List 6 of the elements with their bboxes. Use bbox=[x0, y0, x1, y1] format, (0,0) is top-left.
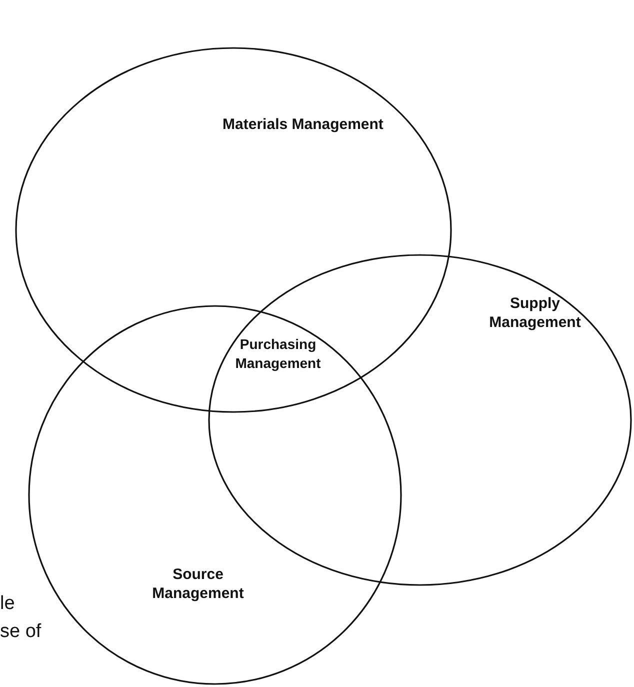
node-label: Purchasing Management bbox=[234, 335, 322, 373]
text-fragment: le bbox=[0, 592, 15, 616]
node-label: Source Management bbox=[151, 565, 245, 603]
node-label: Materials Management bbox=[222, 115, 384, 134]
node-label: Supply Management bbox=[488, 294, 582, 332]
text-fragment: se of bbox=[0, 620, 42, 644]
